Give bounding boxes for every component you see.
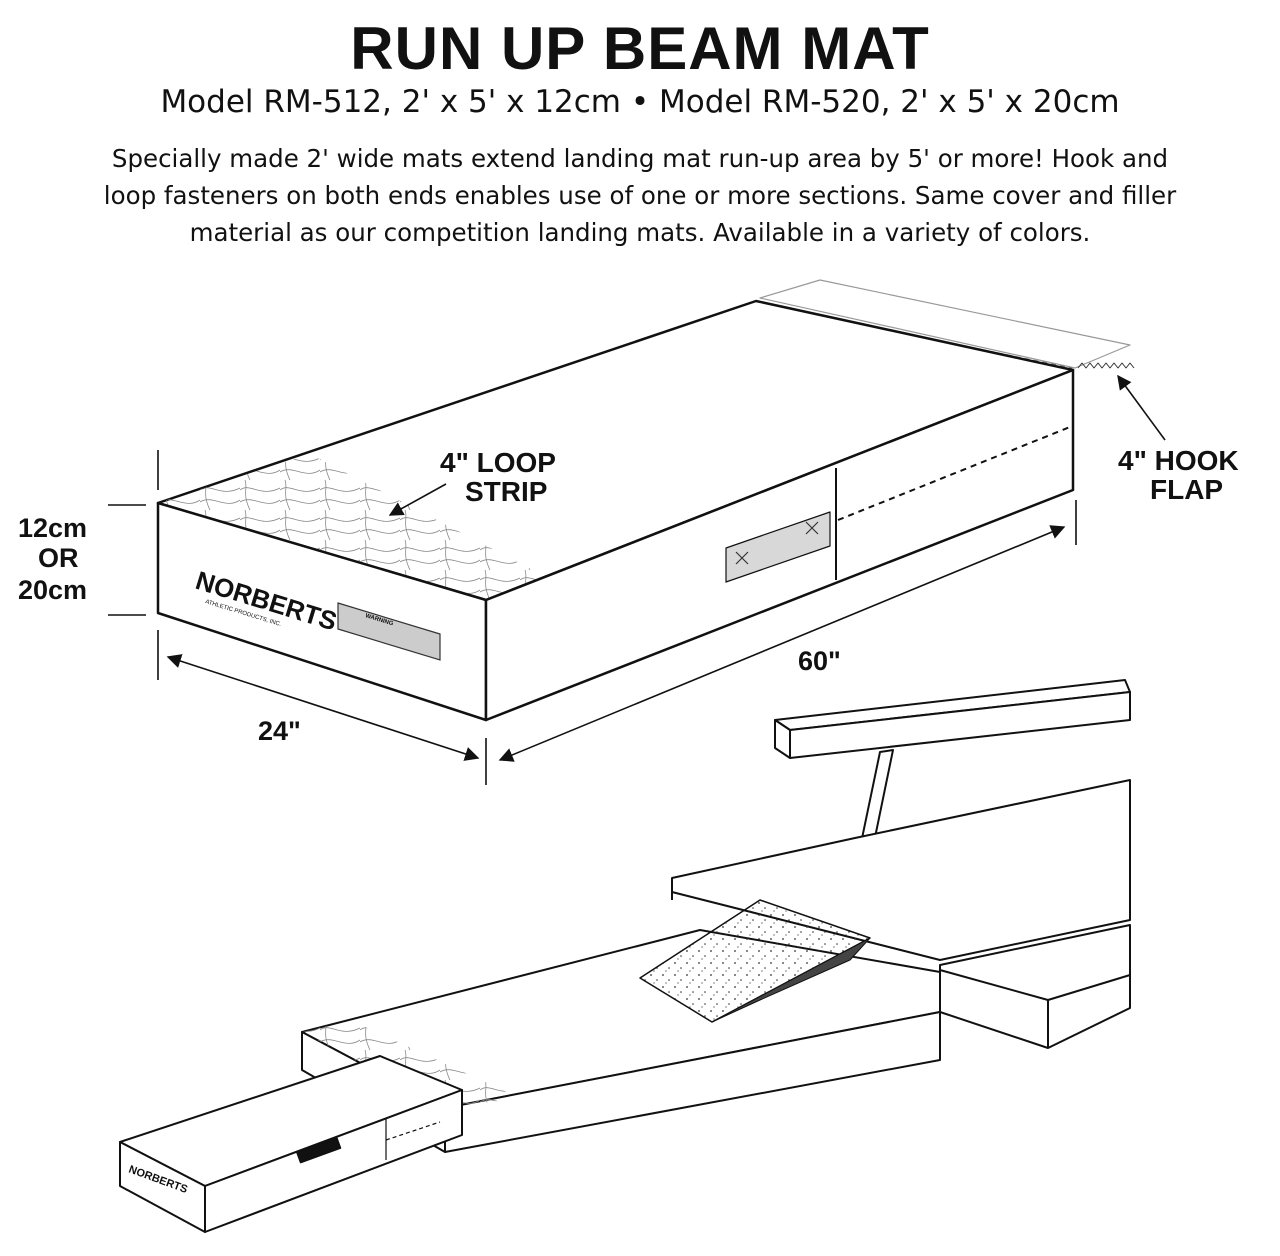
- mat-box-large: [156, 279, 1135, 722]
- page-title: RUN UP BEAM MAT: [350, 15, 930, 82]
- height-label-2: 20cm: [18, 575, 87, 605]
- width-label: 24": [258, 716, 301, 746]
- product-description: Specially made 2' wide mats extend landi…: [103, 144, 1177, 247]
- hook-flap-label-2: FLAP: [1150, 474, 1223, 505]
- loop-strip-label: 4" LOOP: [440, 447, 556, 478]
- height-label: 12cm: [18, 513, 87, 543]
- beam-scene: [119, 679, 1131, 1233]
- height-label-or: OR: [38, 543, 79, 573]
- dimension-lines: [108, 374, 1166, 785]
- loop-strip-label-2: STRIP: [465, 476, 547, 507]
- hook-flap-label: 4" HOOK: [1118, 445, 1239, 476]
- length-label: 60": [798, 646, 841, 676]
- model-subtitle: Model RM-512, 2' x 5' x 12cm • Model RM-…: [160, 84, 1120, 120]
